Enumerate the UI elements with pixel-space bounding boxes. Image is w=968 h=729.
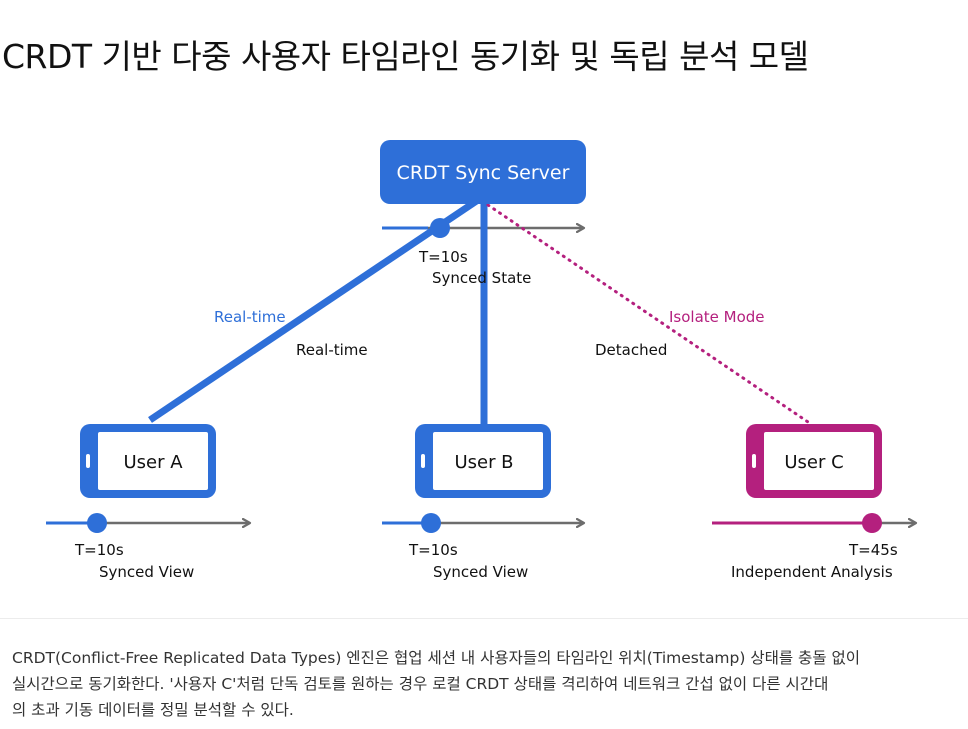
caption-divider xyxy=(0,618,968,619)
user-b-device: User B xyxy=(415,424,551,498)
user-a-timeline xyxy=(46,513,250,533)
server-time-label: T=10s xyxy=(418,248,468,266)
link-user-c-detached xyxy=(486,203,810,424)
user-a-device: User A xyxy=(80,424,216,498)
user-c-timeline xyxy=(712,513,916,533)
user-a-time-marker xyxy=(87,513,107,533)
user-a-link-label: Real-time xyxy=(296,341,368,359)
caption: CRDT(Conflict-Free Replicated Data Types… xyxy=(12,645,962,723)
caption-line: 실시간으로 동기화한다. '사용자 C'처럼 단독 검토를 원하는 경우 로컬 … xyxy=(12,675,829,693)
server-state-label: Synced State xyxy=(432,269,531,287)
user-c-view: Independent Analysis xyxy=(731,563,893,581)
user-b-time: T=10s xyxy=(408,541,458,559)
user-c-time-marker xyxy=(862,513,882,533)
server-label: CRDT Sync Server xyxy=(397,162,570,184)
user-c-device: User C xyxy=(746,424,882,498)
user-c-time: T=45s xyxy=(848,541,898,559)
page-title: CRDT 기반 다중 사용자 타임라인 동기화 및 독립 분석 모델 xyxy=(2,37,809,76)
user-b-name: User B xyxy=(454,452,513,473)
caption-line: 의 초과 기동 데이터를 정밀 분석할 수 있다. xyxy=(12,701,294,719)
user-a-view: Synced View xyxy=(99,563,194,581)
server-time-marker xyxy=(430,218,450,238)
link-user-a xyxy=(148,197,480,423)
user-c-link-label: Detached xyxy=(595,341,667,359)
user-a-name: User A xyxy=(123,452,183,473)
caption-line: CRDT(Conflict-Free Replicated Data Types… xyxy=(12,649,861,667)
user-c-name: User C xyxy=(784,452,843,473)
sync-server-box: CRDT Sync Server xyxy=(380,140,586,204)
user-a-link-label-blue: Real-time xyxy=(214,308,286,326)
sync-diagram: CRDT Sync Server T=10s Synced State Real… xyxy=(46,140,968,581)
user-b-timeline xyxy=(382,513,584,533)
user-b-time-marker xyxy=(421,513,441,533)
user-a-time: T=10s xyxy=(74,541,124,559)
user-c-link-label-magenta: Isolate Mode xyxy=(669,308,765,326)
user-b-view: Synced View xyxy=(433,563,528,581)
